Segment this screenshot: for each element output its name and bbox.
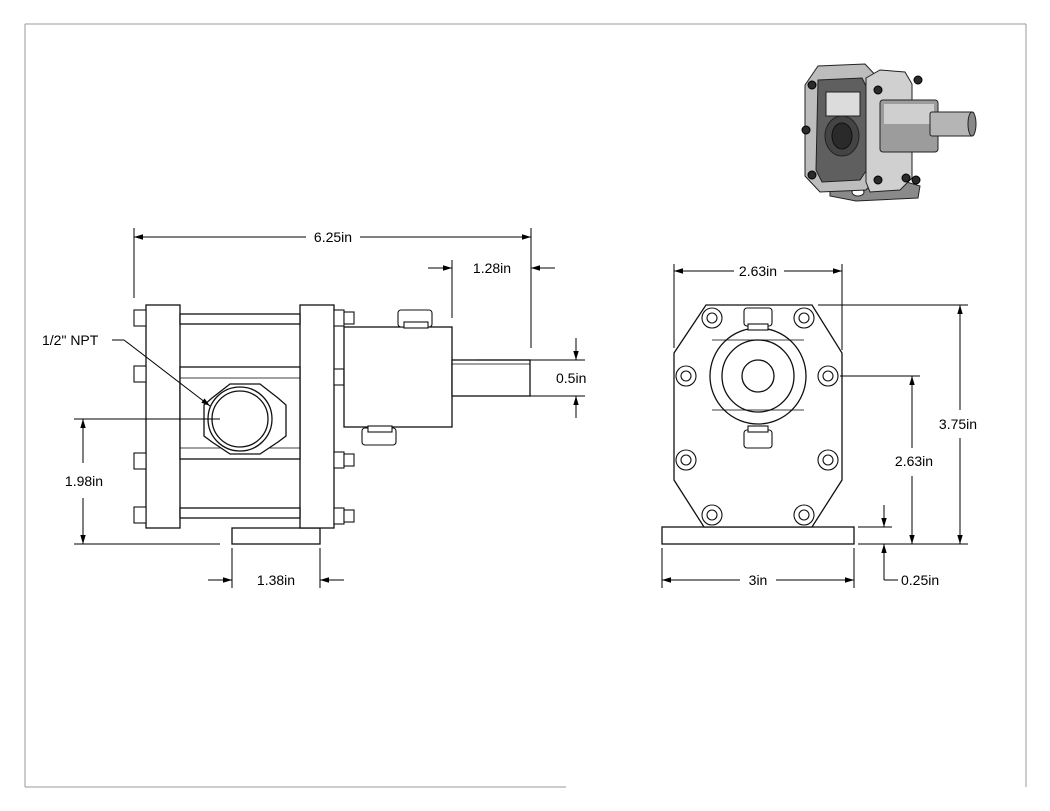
base-width-label: 3in: [749, 572, 768, 588]
shaft-length-label: 1.28in: [473, 260, 511, 276]
overall-height-label: 3.75in: [939, 416, 977, 432]
port-height-label: 1.98in: [65, 473, 103, 489]
drawing-frame: [24, 23, 1027, 788]
port-callout-label: 1/2" NPT: [42, 332, 99, 348]
shaft-height-label: 2.63in: [895, 453, 933, 469]
side-view: [661, 304, 855, 545]
base-thickness-label: 0.25in: [901, 572, 939, 588]
pump-isometric-icon: [801, 63, 977, 202]
foot-width-label: 1.38in: [257, 572, 295, 588]
overall-length-label: 6.25in: [314, 229, 352, 245]
flange-bolts-left: [133, 309, 147, 524]
front-dimensions: 6.25in 1.28in 0.5in 1.98in 1.38in 1/2" N…: [42, 228, 586, 588]
front-view: [133, 304, 531, 545]
flange-width-label: 2.63in: [739, 263, 777, 279]
side-dimensions: 2.63in 3.75in 2.63in 3in 0.25in: [661, 263, 977, 588]
shaft-diameter-label: 0.5in: [556, 370, 586, 386]
side-bolts: [675, 307, 839, 526]
